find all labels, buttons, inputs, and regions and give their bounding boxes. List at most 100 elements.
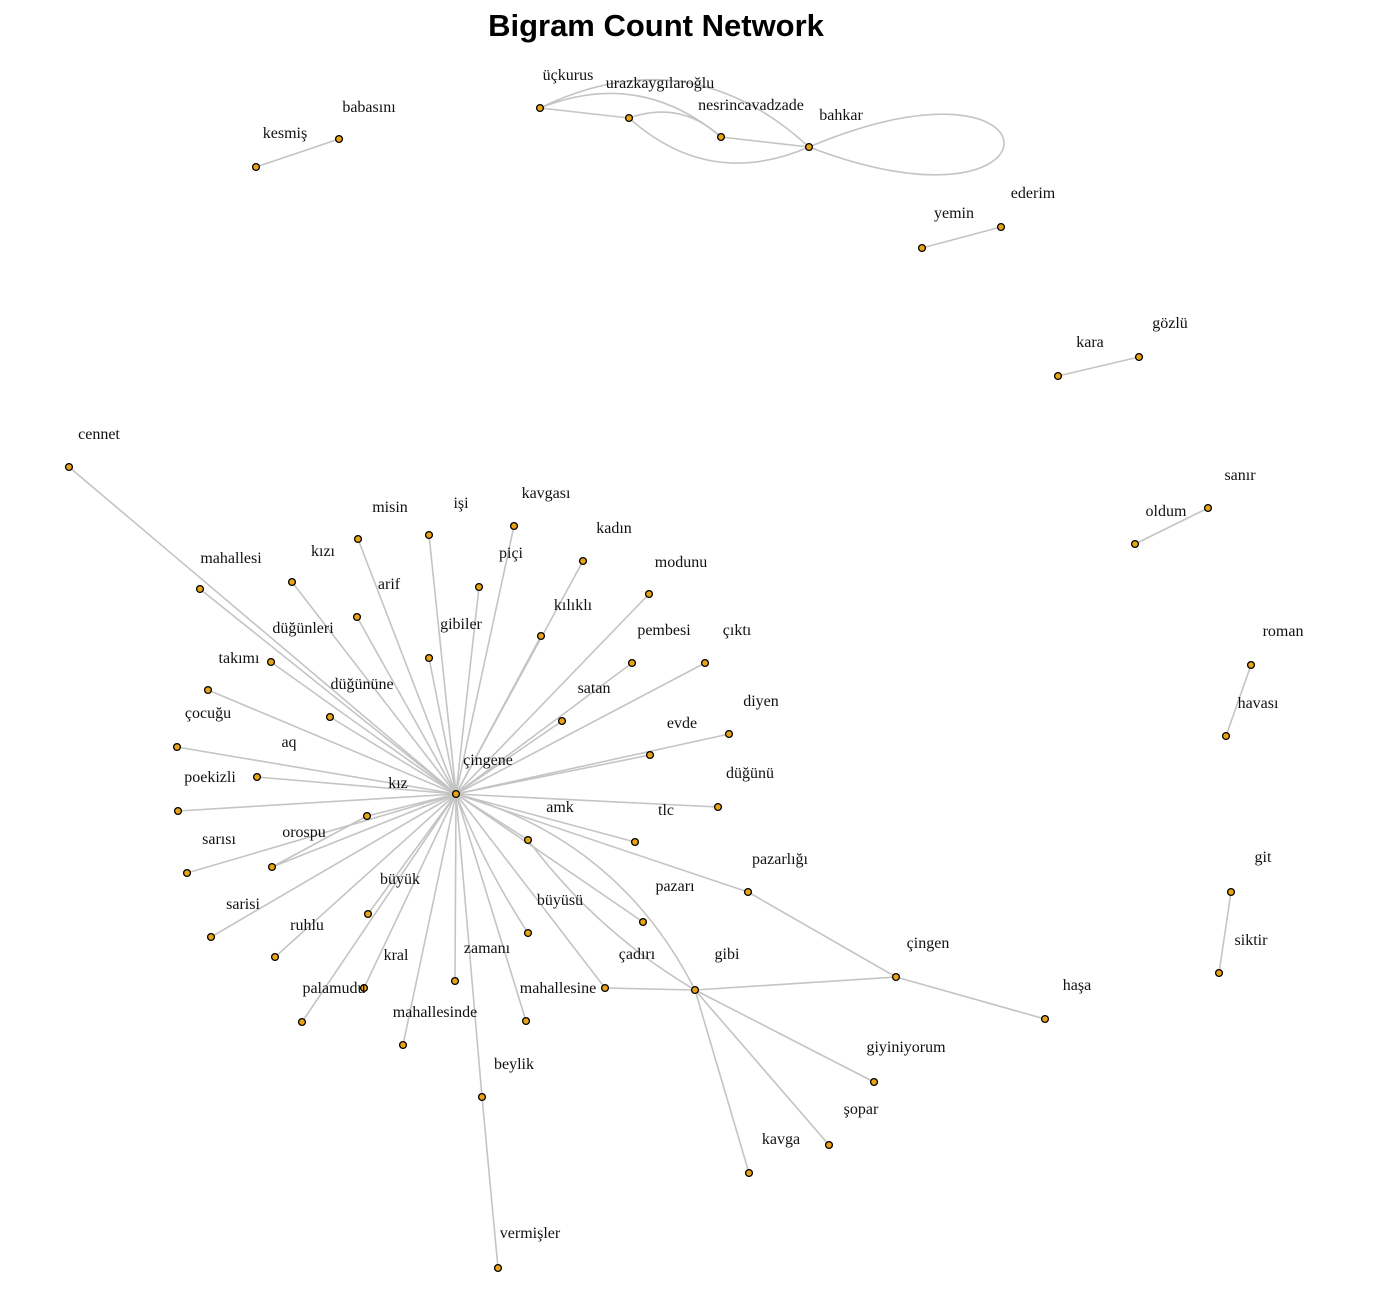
node-vermi-ler bbox=[493, 1263, 503, 1273]
node-label: roman bbox=[1263, 623, 1304, 640]
node-label: mahallesinde bbox=[393, 1004, 477, 1021]
node-label: aq bbox=[281, 734, 296, 751]
node-modunu bbox=[644, 589, 654, 599]
node-misin bbox=[353, 534, 363, 544]
edge--ingene-diyen bbox=[455, 733, 730, 795]
node-label: tlc bbox=[658, 802, 674, 819]
node-evde bbox=[645, 750, 655, 760]
edge--ingene-kral bbox=[363, 793, 457, 989]
edge--ingene-pi-i bbox=[455, 586, 480, 795]
node-label: git bbox=[1255, 849, 1272, 866]
edge-oldum-san-r bbox=[1134, 507, 1209, 545]
node-kavgas- bbox=[509, 521, 519, 531]
node-palamudu bbox=[297, 1017, 307, 1027]
node-d-n-ne bbox=[325, 712, 335, 722]
node-label: sarısı bbox=[202, 831, 236, 848]
edge--ingene-kavgas- bbox=[455, 525, 515, 795]
node-label: düğünü bbox=[726, 765, 774, 782]
node-roman bbox=[1246, 660, 1256, 670]
node-label: çadırı bbox=[619, 946, 656, 963]
edge--ingene-pazar- bbox=[455, 793, 644, 923]
edge-roman-havas- bbox=[1225, 664, 1252, 737]
node-b-y-s- bbox=[523, 928, 533, 938]
edge-pazarl---ingen bbox=[747, 891, 897, 978]
edge--ingene--kt- bbox=[455, 662, 706, 795]
edge--ingene-k-l-kl- bbox=[455, 635, 542, 795]
node-label: nesrincavadzade bbox=[698, 97, 804, 114]
node-gibiler bbox=[424, 653, 434, 663]
edge-yemin-ederim bbox=[921, 226, 1002, 249]
node-label: ruhlu bbox=[290, 917, 324, 934]
edge--ad-r--gibi bbox=[604, 987, 696, 991]
node--ad-r- bbox=[600, 983, 610, 993]
node-pazarl- bbox=[743, 887, 753, 897]
edge--ingene-i-i bbox=[428, 534, 457, 795]
node-label: amk bbox=[546, 799, 574, 816]
node-k-l-kl- bbox=[536, 631, 546, 641]
node-gibi bbox=[690, 985, 700, 995]
node-label: kara bbox=[1076, 334, 1104, 351]
node-label: takımı bbox=[219, 650, 260, 667]
node-oldum bbox=[1130, 539, 1140, 549]
edge--ingene-arif bbox=[356, 616, 457, 795]
node-orospu bbox=[267, 862, 277, 872]
edge--ingene-pembesi bbox=[455, 662, 633, 795]
edge--ingen-ha-a bbox=[895, 976, 1046, 1020]
edge-kesmi--babas-n- bbox=[255, 138, 340, 168]
nodes-layer bbox=[64, 103, 1256, 1273]
node-sar-s- bbox=[182, 868, 192, 878]
node-nesrincavadzade bbox=[716, 132, 726, 142]
edge--ingene-tak-m- bbox=[207, 689, 457, 795]
node-label: arif bbox=[378, 576, 401, 593]
node-poekizli bbox=[173, 806, 183, 816]
edge--ingene-mahallesi bbox=[199, 588, 457, 795]
node-label: ederim bbox=[1011, 185, 1056, 202]
edge--kurus-bahkar bbox=[539, 78, 810, 148]
node-tak-m- bbox=[203, 685, 213, 695]
edge--ingene-d-n- bbox=[455, 793, 719, 808]
edge--ingene-modunu bbox=[455, 593, 650, 795]
node-k-z- bbox=[287, 577, 297, 587]
node-label: büyük bbox=[380, 871, 420, 888]
node-mahallesi bbox=[195, 584, 205, 594]
node-label: palamudu bbox=[302, 980, 365, 997]
node-label: misin bbox=[372, 499, 408, 516]
edge--ingene-d-n-ne bbox=[329, 716, 457, 795]
node-label: zamanı bbox=[464, 940, 511, 957]
edge-amk-gibi bbox=[527, 839, 696, 991]
node-git bbox=[1226, 887, 1236, 897]
node-label: mahallesine bbox=[520, 980, 596, 997]
node-beylik bbox=[477, 1092, 487, 1102]
node-aq bbox=[252, 772, 262, 782]
edge--ingene--ad-r- bbox=[455, 793, 606, 989]
node-pembesi bbox=[627, 658, 637, 668]
edge-bahkar-bahkar bbox=[808, 113, 1005, 176]
node-label: kral bbox=[384, 947, 409, 964]
node-label: siktir bbox=[1235, 932, 1269, 949]
node-ederim bbox=[996, 222, 1006, 232]
edge-k-z-orospu bbox=[271, 815, 368, 868]
edge--ingene-poekizli bbox=[177, 793, 457, 812]
node-mahallesinde bbox=[398, 1040, 408, 1050]
edge--ingene-sar-s- bbox=[186, 793, 457, 874]
node-kad-n bbox=[578, 556, 588, 566]
node-kavga bbox=[744, 1168, 754, 1178]
node-cennet bbox=[64, 462, 74, 472]
node-label: orospu bbox=[282, 824, 326, 841]
node-label: kızı bbox=[311, 543, 336, 560]
chart-title: Bigram Count Network bbox=[488, 8, 824, 43]
node-label: pazarlığı bbox=[752, 851, 809, 868]
edge--ingene-evde bbox=[455, 754, 651, 795]
node-san-r bbox=[1203, 503, 1213, 513]
node-babas-n- bbox=[334, 134, 344, 144]
node-label: haşa bbox=[1063, 977, 1091, 994]
node-label: diyen bbox=[743, 693, 779, 710]
node-satan bbox=[557, 716, 567, 726]
node-label: çingene bbox=[463, 752, 513, 769]
node-mahallesine bbox=[521, 1016, 531, 1026]
node-label: urazkaygılaroğlu bbox=[606, 75, 714, 92]
node-label: kesmiş bbox=[263, 125, 307, 142]
node-label: mahallesi bbox=[200, 550, 262, 567]
edge-gibi--opar bbox=[694, 989, 830, 1146]
node-label: piçi bbox=[499, 545, 524, 562]
